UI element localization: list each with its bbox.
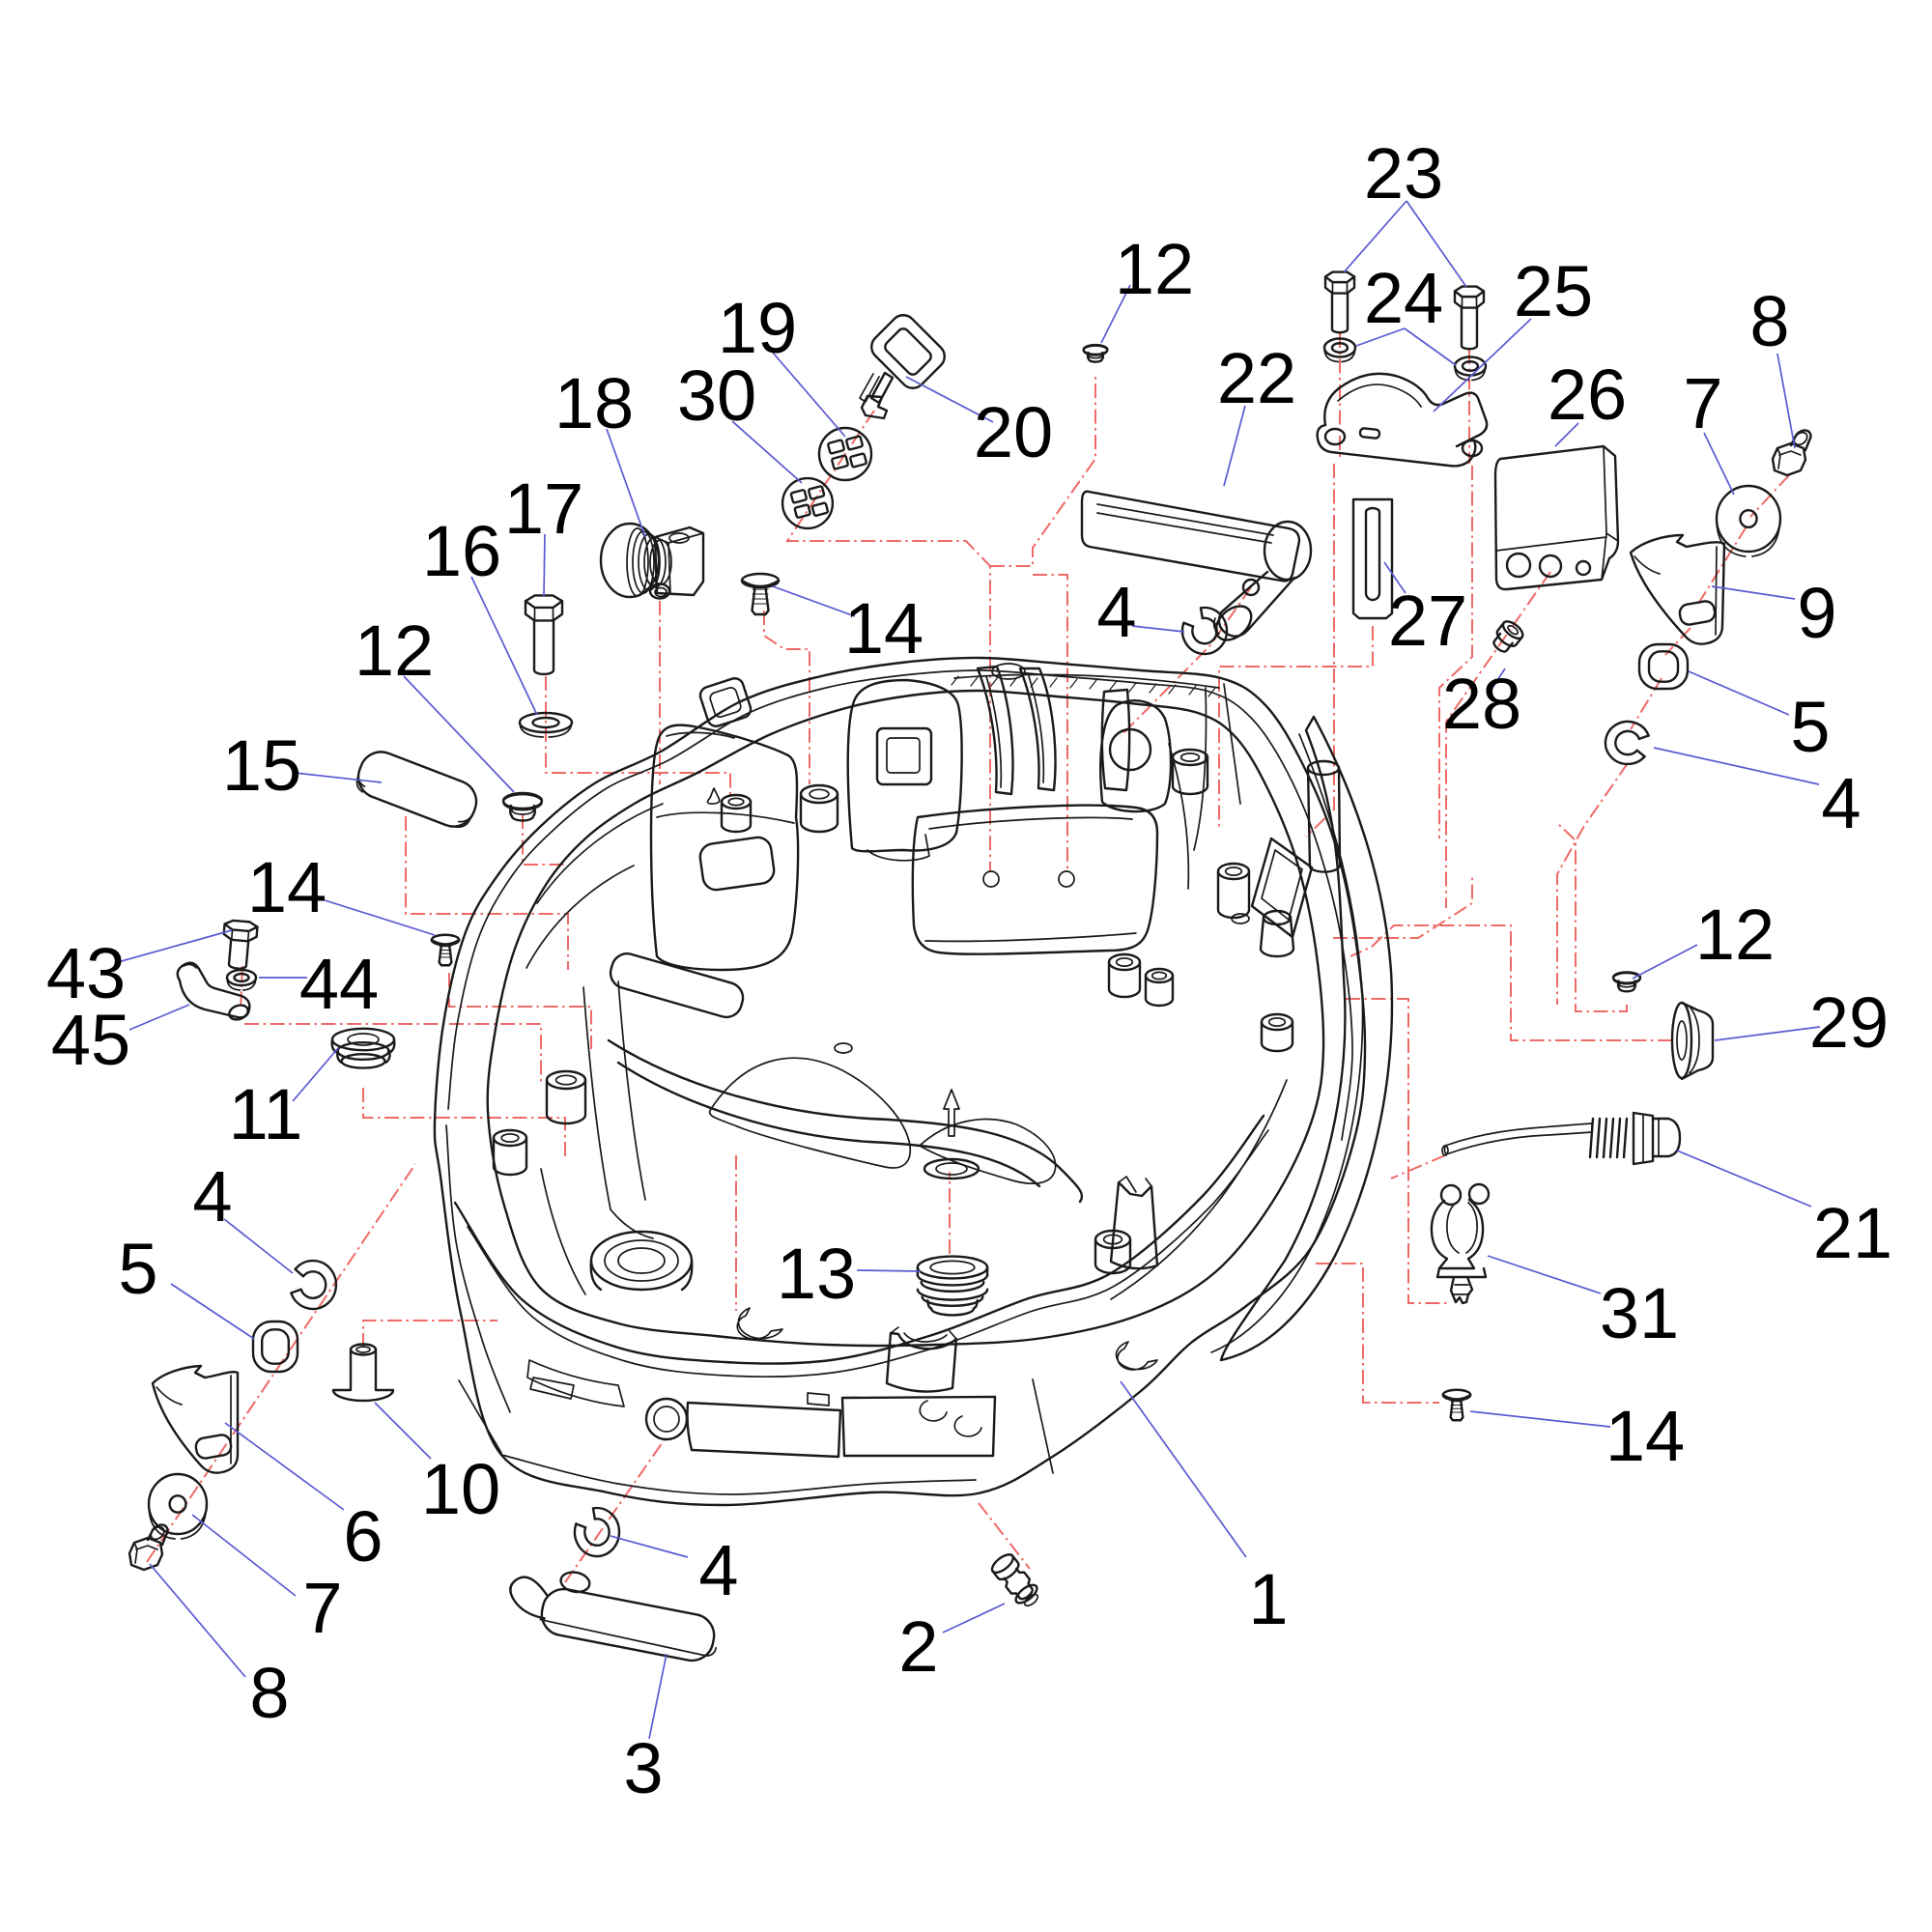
svg-text:22: 22 <box>1217 338 1296 418</box>
svg-text:17: 17 <box>504 469 583 549</box>
svg-text:28: 28 <box>1442 664 1521 744</box>
svg-text:14: 14 <box>247 847 327 927</box>
svg-text:21: 21 <box>1813 1193 1892 1273</box>
svg-text:4: 4 <box>1821 763 1861 843</box>
svg-text:14: 14 <box>844 588 923 668</box>
svg-text:8: 8 <box>1749 281 1789 361</box>
svg-text:23: 23 <box>1364 133 1443 213</box>
svg-text:25: 25 <box>1514 251 1593 331</box>
svg-text:15: 15 <box>222 725 301 806</box>
svg-text:11: 11 <box>229 1074 303 1154</box>
svg-text:8: 8 <box>249 1653 289 1733</box>
svg-text:10: 10 <box>421 1449 500 1529</box>
svg-text:26: 26 <box>1548 355 1627 435</box>
svg-text:3: 3 <box>623 1728 663 1808</box>
svg-text:6: 6 <box>343 1496 383 1577</box>
svg-text:44: 44 <box>299 944 379 1024</box>
svg-text:20: 20 <box>974 392 1053 472</box>
svg-text:7: 7 <box>302 1568 342 1648</box>
svg-text:43: 43 <box>46 933 126 1013</box>
svg-text:45: 45 <box>51 1000 130 1080</box>
svg-text:16: 16 <box>422 511 501 591</box>
svg-text:14: 14 <box>1605 1396 1685 1476</box>
svg-text:4: 4 <box>698 1530 738 1610</box>
svg-text:1: 1 <box>1248 1559 1288 1639</box>
svg-text:2: 2 <box>898 1606 938 1687</box>
svg-text:30: 30 <box>677 355 756 436</box>
svg-text:19: 19 <box>718 288 797 368</box>
svg-text:5: 5 <box>1790 687 1830 767</box>
svg-text:9: 9 <box>1797 573 1836 653</box>
svg-text:18: 18 <box>554 363 634 443</box>
svg-text:5: 5 <box>118 1229 157 1309</box>
svg-text:13: 13 <box>777 1234 856 1314</box>
svg-text:24: 24 <box>1364 258 1443 338</box>
svg-text:12: 12 <box>355 611 434 691</box>
svg-text:4: 4 <box>192 1156 232 1236</box>
svg-text:31: 31 <box>1600 1273 1679 1353</box>
svg-text:29: 29 <box>1809 982 1889 1063</box>
svg-text:12: 12 <box>1695 895 1775 975</box>
svg-text:4: 4 <box>1096 572 1136 652</box>
svg-text:7: 7 <box>1683 363 1722 443</box>
svg-text:27: 27 <box>1388 581 1467 661</box>
svg-text:12: 12 <box>1115 229 1194 309</box>
